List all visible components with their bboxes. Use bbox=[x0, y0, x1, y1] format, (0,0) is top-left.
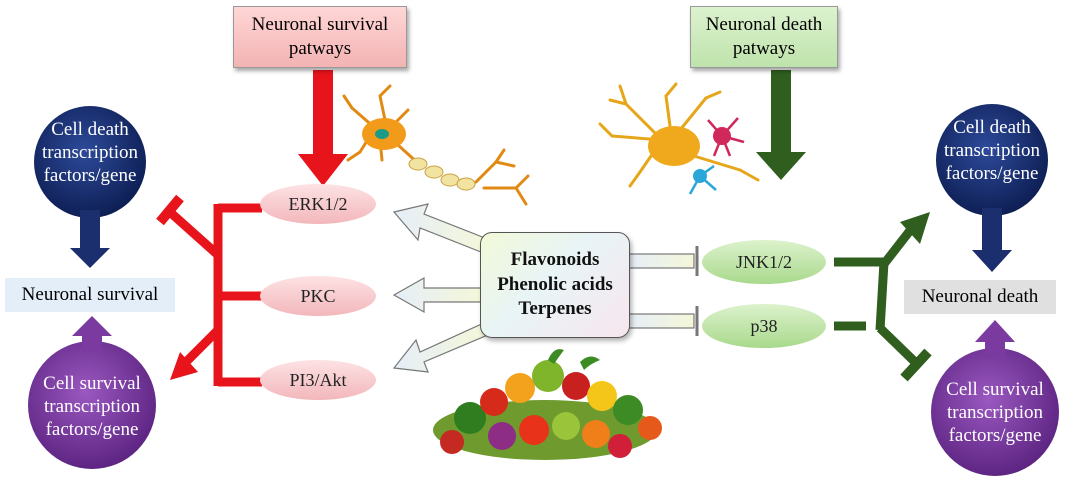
right-survival-circle-label: Cell survival transcription factors/gene bbox=[946, 379, 1044, 447]
right-death-circle bbox=[936, 104, 1048, 272]
right-survival-circle bbox=[931, 320, 1059, 476]
death-inhibition-bar bbox=[900, 348, 932, 382]
left-death-circle-label: Cell death transcription factors/gene bbox=[41, 119, 139, 187]
death-pathways-label: Neuronal death patways bbox=[705, 14, 823, 59]
survival-kinase-tree bbox=[168, 203, 262, 387]
left-survival-circle bbox=[28, 316, 156, 469]
survival-inhibition-bar bbox=[156, 194, 184, 226]
survival-pathways-box: Neuronal survival patways bbox=[233, 6, 407, 68]
death-pathway-arrow bbox=[756, 70, 806, 180]
kinase-pill-jnk bbox=[702, 240, 826, 284]
left-survival-circle-label: Cell survival transcription factors/gene bbox=[43, 373, 141, 441]
compound-inhibits-jnk bbox=[627, 246, 699, 276]
compound-phenolic-acids: Phenolic acids bbox=[497, 273, 613, 295]
left-death-circle bbox=[34, 106, 146, 268]
neuron-cluster-icon bbox=[598, 82, 760, 195]
neuronal-survival-box: Neuronal survival bbox=[5, 278, 175, 312]
compound-to-pi3akt-arrow bbox=[392, 321, 491, 373]
compound-to-pkc-arrow bbox=[392, 276, 483, 314]
kinase-label-p38: p38 bbox=[751, 316, 778, 336]
compound-terpenes: Terpenes bbox=[518, 298, 592, 320]
vegetables-fruits-icon bbox=[433, 349, 662, 460]
kinase-label-erk: ERK1/2 bbox=[288, 194, 347, 214]
compound-inhibits-p38 bbox=[627, 306, 699, 336]
neuronal-death-box: Neuronal death bbox=[904, 280, 1056, 314]
neuronal-death-label: Neuronal death bbox=[921, 286, 1039, 307]
death-kinase-tree bbox=[834, 225, 919, 366]
compound-flavonoids: Flavonoids bbox=[510, 248, 600, 270]
survival-pathway-arrow bbox=[298, 70, 348, 186]
compounds-box: Flavonoids Phenolic acids Terpenes bbox=[480, 232, 630, 338]
survival-activation-arrowhead bbox=[170, 352, 198, 380]
kinase-pill-p38 bbox=[702, 304, 826, 348]
survival-pathways-label: Neuronal survival patways bbox=[251, 14, 389, 59]
kinase-label-pkc: PKC bbox=[300, 286, 335, 306]
right-death-circle-label: Cell death transcription factors/gene bbox=[943, 117, 1041, 185]
kinase-label-jnk: JNK1/2 bbox=[736, 252, 792, 272]
death-pathways-box: Neuronal death patways bbox=[690, 6, 838, 68]
death-activation-arrowhead bbox=[900, 212, 930, 244]
kinase-pill-erk bbox=[260, 184, 376, 224]
kinase-label-pi3akt: PI3/Akt bbox=[289, 370, 346, 390]
compound-to-erk-arrow bbox=[392, 203, 491, 255]
neuron-icon bbox=[342, 84, 530, 206]
kinase-pill-pi3akt bbox=[260, 360, 376, 400]
kinase-pill-pkc bbox=[260, 276, 376, 316]
neuronal-survival-label: Neuronal survival bbox=[21, 284, 159, 305]
